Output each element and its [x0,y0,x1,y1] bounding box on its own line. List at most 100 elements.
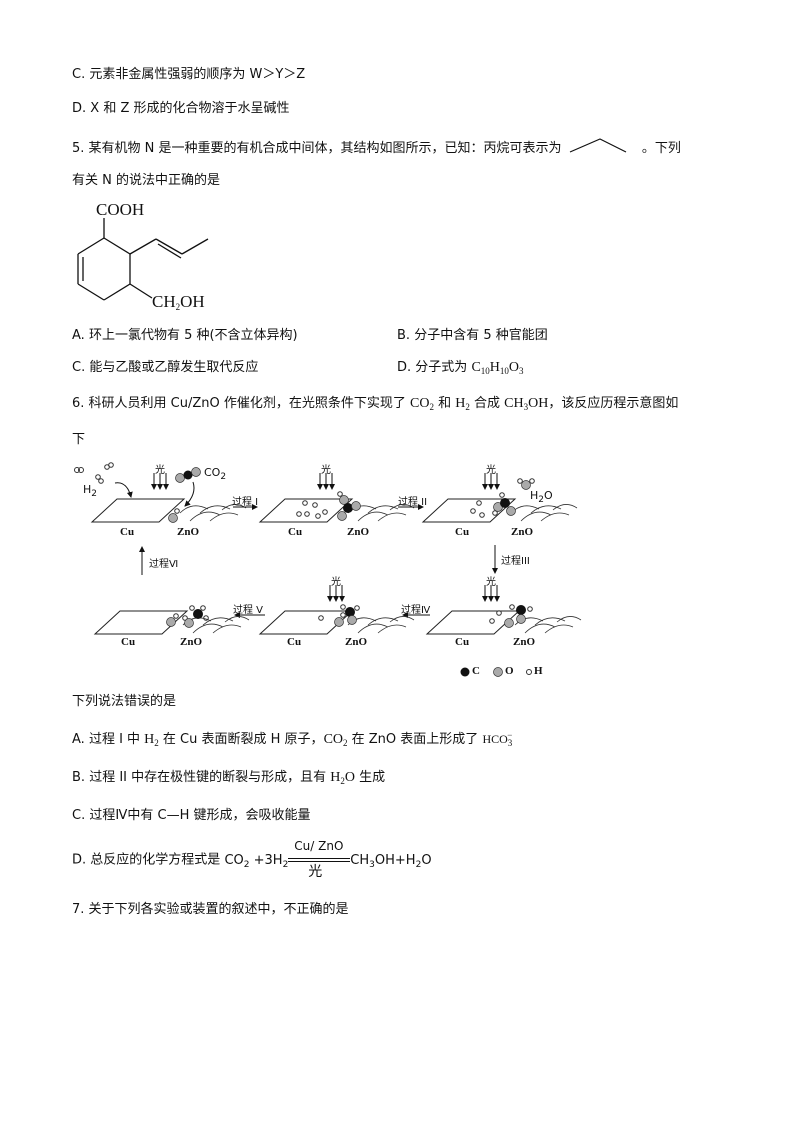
cu-label: Cu [287,636,302,648]
q7-stem: 7. 关于下列各实验或装置的叙述中，不正确的是 [72,902,349,918]
question-text: 关于下列各实验或装置的叙述中，不正确的是 [88,902,349,917]
subscript: 2 [538,495,545,505]
process-6-label: 过程Ⅵ [149,559,179,570]
question-text: 合成 [469,396,505,411]
co2-formula: CO2 [323,732,348,748]
formula-part: CO [224,852,244,868]
question-text: 和 [433,396,456,411]
formula-part: CO [410,396,430,411]
h2-formula: H2 [144,732,159,748]
option-text: 过程 II 中存在极性键的断裂与形成，且有 [89,770,331,785]
option-label: C. [72,808,86,823]
formula-part: H [83,483,92,496]
question-text: 科研人员利用 Cu/ZnO 作催化剂，在光照条件下实现了 [88,396,411,411]
subscript: 2 [340,776,345,786]
cu-label: Cu [121,636,136,648]
formula-part: O [344,770,356,785]
reaction-mechanism-diagram: Cu ZnO Cu ZnO Cu ZnO Cu ZnO Cu ZnO Cu Zn… [65,455,735,685]
process-3-label: 过程III [501,556,530,567]
formula-part: CO [204,466,221,479]
option-label: D. [72,101,87,116]
cu-label: Cu [120,526,135,538]
option-text: 总反应的化学方程式是 [90,852,225,868]
process-4-label: 过程Ⅳ [401,605,431,616]
element: C [471,360,481,375]
option-text: 能与乙酸或乙醇发生取代反应 [89,360,259,375]
subscript: 10 [480,366,490,376]
option-text: 分子式为 [415,360,472,375]
option-text: X 和 Z 形成的化合物溶于水呈碱性 [90,101,290,116]
superscript: − [507,730,513,740]
formula-part: OH+H [374,852,416,868]
formula-part: H [455,396,466,411]
light-label: 光 [486,465,496,476]
element: O [508,360,520,375]
legend-hydrogen: H [534,665,543,677]
cu-label: Cu [455,636,470,648]
option-label: C. [72,360,86,375]
option-label: A. [72,732,85,747]
cu-label: Cu [455,526,470,538]
q4-option-c: C. 元素非金属性强弱的顺序为 W＞Y＞Z [72,67,305,83]
option-label: D. [72,852,87,868]
formula-part: OH [528,396,549,411]
formula-part: H [330,770,341,785]
legend-carbon: C [472,665,480,677]
subscript: 2 [154,738,159,748]
question-text: ，该反应历程示意图如 [548,396,679,411]
zno-label: ZnO [177,526,200,538]
condition-label: 光 [308,864,323,880]
option-text: 分子中含有 5 种官能团 [414,328,548,343]
q5-stem-line2: 有关 N 的说法中正确的是 [72,173,220,189]
q6-option-c: C. 过程Ⅳ中有 C—H 键形成，会吸收能量 [72,808,310,824]
light-label: 光 [321,465,331,476]
option-text: 在 Cu 表面断裂成 H 原子， [158,732,324,747]
subscript: 2 [415,859,422,870]
light-label: 光 [155,465,165,476]
question-number: 5. [72,141,85,156]
formula-part: HCO [482,732,508,746]
light-label: 光 [486,577,496,588]
option-label: C. [72,67,86,82]
subscript: 2 [220,472,227,482]
formula-part: CH [504,396,524,411]
ch3oh-formula: CH3OH [504,396,549,412]
subscript: 2 [243,859,250,870]
q5-option-a: A. 环上一氯代物有 5 种(不含立体异构) [72,328,298,344]
question-text: 某有机物 N 是一种重要的有机合成中间体，其结构如图所示，已知：丙烷可表示为 [88,141,562,156]
h2-label: H2 [83,483,97,499]
molecular-formula: C10H10O3 [471,360,524,376]
subscript: 2 [343,738,348,748]
subscript: 2 [465,402,470,412]
h2o-label: H2O [530,489,553,505]
hco3-formula: HCO3− [482,730,513,748]
ch2oh-label: CH2OH [152,292,205,312]
reactants: CO2 +3H2 [224,852,289,870]
formula-part: CO [323,732,344,747]
process-5-label: 过程 V [233,605,264,616]
question-text: 有关 N 的说法中正确的是 [72,173,220,188]
subscript: 3 [369,859,375,870]
zno-label: ZnO [347,526,370,538]
process-1-label: 过程 I [232,497,259,508]
question-text: 下列说法错误的是 [72,694,177,709]
subscript: 3 [519,366,524,376]
question-number: 7. [72,902,85,917]
subscript: 2 [282,859,289,870]
legend-oxygen: O [505,665,514,677]
option-text: 元素非金属性强弱的顺序为 W＞Y＞Z [89,67,306,82]
subscript: 10 [499,366,509,376]
formula-part: +3H [249,852,283,868]
q4-option-d: D. X 和 Z 形成的化合物溶于水呈碱性 [72,101,290,117]
formula-part: CH [152,292,176,311]
mechanism-drawing-icon [74,462,582,677]
zno-label: ZnO [180,636,203,648]
q6-prompt: 下列说法错误的是 [72,694,176,710]
option-label: B. [397,328,411,343]
q5-option-b: B. 分子中含有 5 种官能团 [397,328,548,344]
option-text: 过程 I 中 [88,732,145,747]
subscript: 3 [507,738,513,748]
process-2-label: 过程 II [398,497,428,508]
